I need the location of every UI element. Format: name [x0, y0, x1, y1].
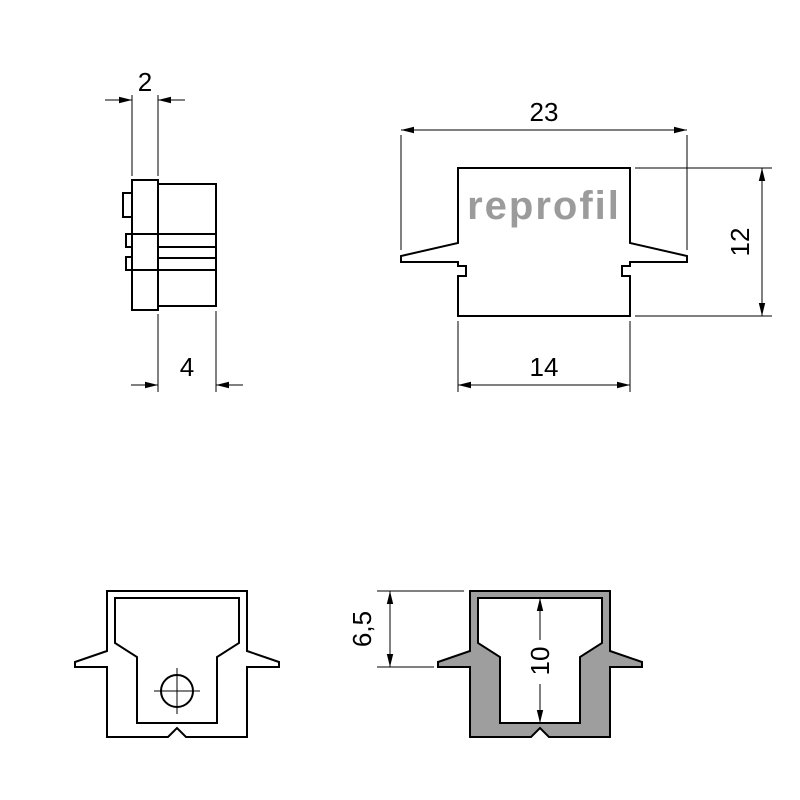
reprofil-logo: reprofil: [467, 184, 621, 228]
profile-section-view: 6,5 10: [347, 590, 643, 738]
arrowhead: [386, 654, 394, 667]
arrowhead: [674, 126, 687, 134]
arrowhead: [536, 598, 544, 611]
dim-value-overall-width: 23: [530, 97, 559, 127]
profile-inner-contour: [114, 597, 240, 724]
arrowhead: [458, 381, 471, 389]
arrowhead: [617, 381, 630, 389]
end-cap-side-view: 2 4: [105, 67, 243, 392]
top-tab: [122, 192, 133, 218]
arrowhead: [536, 710, 544, 723]
dim-recess-height: 6,5: [347, 590, 464, 668]
dim-value-inner-depth: 10: [525, 647, 555, 676]
arrowhead: [386, 591, 394, 604]
dim-inner-depth: 10: [525, 598, 555, 723]
arrowhead: [401, 126, 414, 134]
arrowhead: [119, 96, 132, 104]
end-cap-front-geometry: [400, 167, 688, 317]
dim-value-overall-height: 12: [725, 228, 755, 257]
end-cap-side-geometry: [122, 179, 217, 311]
arrowhead: [216, 381, 229, 389]
dim-value-body-depth: 4: [180, 352, 194, 382]
cap-body: [157, 183, 217, 307]
profile-section-geometry: [437, 590, 643, 738]
end-cap-front-view: 23 reprofil 12 14: [400, 97, 772, 392]
profile-outer-contour: [74, 590, 280, 738]
dim-value-recess-height: 6,5: [347, 611, 377, 647]
flange-plate: [131, 179, 159, 311]
dim-value-body-width: 14: [530, 352, 559, 382]
dim-flange-thickness: 2: [105, 67, 185, 176]
side-stub: [125, 256, 133, 271]
profile-outline-view: [74, 590, 280, 738]
dim-value-flange-thickness: 2: [138, 67, 152, 97]
dim-overall-width: 23: [400, 97, 688, 250]
arrowhead: [158, 96, 171, 104]
dim-body-depth: 4: [131, 311, 243, 392]
dim-body-width: 14: [457, 321, 631, 392]
arrowhead: [758, 303, 766, 316]
arrowhead: [145, 381, 158, 389]
side-stub: [125, 233, 133, 248]
dim-overall-height: 12: [635, 167, 772, 317]
arrowhead: [758, 168, 766, 181]
